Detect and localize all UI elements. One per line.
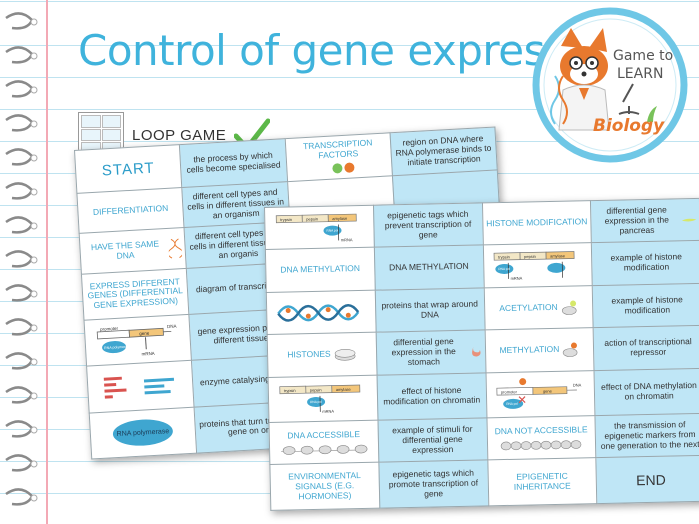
diagram-label: gene: [543, 388, 553, 393]
card-definition: example of stimuli for differential gene…: [377, 417, 488, 463]
logo-text-line1: Game to: [613, 48, 674, 64]
spiral-binding-icon: [5, 12, 38, 506]
card-definition: epigenetic tags which prevent transcript…: [373, 202, 483, 248]
card-definition: the process by which cells become specia…: [179, 138, 288, 188]
card-term: ENVIRONMENTAL SIGNALS (e.g. HORMONES): [269, 462, 380, 511]
gene-expression-diagram-icon: trypsin pepsin amylase RNA pol mRNA: [275, 213, 357, 242]
game-to-learn-logo: Game to LEARN Biology: [531, 6, 689, 164]
loop-card-back: START the process by which cells become …: [74, 126, 513, 460]
diagram-label: DNA: [573, 382, 582, 387]
card-definition: effect of histone modification on chroma…: [376, 372, 487, 421]
diagram-label: mRNA: [322, 408, 334, 413]
card-term: METHYLATION: [499, 343, 560, 356]
diagram-label: mRNA: [511, 276, 523, 281]
diagram-label-promoter: promoter: [100, 325, 119, 331]
diagram-label-dna: DNA: [167, 323, 177, 329]
card-definition: region on DNA where RNA polymerase binds…: [389, 126, 498, 177]
card-term-cell: HISTONES: [267, 332, 377, 378]
card-term: EXPRESS DIFFERENT GENES (DIFFERENTIAL GE…: [81, 267, 190, 321]
card-term: HISTONE MODIFICATION: [481, 200, 592, 246]
card-definition: differential gene expression in the stom…: [391, 336, 456, 367]
diagram-label: amylase: [332, 215, 348, 220]
repressor-diagram-icon: promoter gene DNA RNA pol: [496, 377, 582, 409]
gene-diagram-cell: trypsin pepsin amylase RNA pol mRNA: [264, 205, 375, 250]
card-definition: differential gene expression in the panc…: [604, 204, 669, 236]
tissue-profile-chart: [86, 360, 195, 413]
diagram-label: pepsin: [310, 387, 322, 392]
dna-helix-icon: [168, 238, 183, 259]
repressor-diagram-cell: promoter gene DNA RNA pol: [485, 370, 596, 418]
card-term-cell: TRANSCRIPTION FACTORS: [284, 132, 393, 182]
transcription-diagram-icon: promoter gene DNA RNA polymerase mRNA: [96, 323, 177, 356]
stomach-cell: differential gene expression in the stom…: [375, 330, 486, 375]
card-term: HISTONES: [287, 348, 331, 360]
loop-game-label: LOOP GAME: [132, 126, 227, 144]
stomach-icon: [471, 346, 481, 357]
card-term: EPIGENETIC INHERITANCE: [487, 458, 598, 506]
card-definition: the transmission of epigenetic markers f…: [595, 413, 699, 459]
diagram-label-mrna: mRNA: [141, 350, 155, 356]
dna-methylation-cell: [266, 290, 376, 335]
transcription-factor-icon: [332, 162, 355, 174]
diagram-label: pepsin: [306, 216, 318, 221]
card-definition: proteins that wrap around DNA: [375, 287, 485, 333]
diagram-label: amylase: [336, 387, 352, 392]
diagram-label: mRNA: [341, 237, 353, 242]
gene-diagram-cell: trypsin pepsin amylase RNA pol mRNA: [268, 374, 378, 423]
diagram-label: RNA pol: [310, 400, 322, 404]
diagram-label: amylase: [550, 253, 566, 258]
card-term: DIFFERENTIATION: [76, 187, 185, 234]
acetyl-histone-icon: [561, 300, 577, 315]
diagram-label: RNA pol: [499, 267, 511, 271]
histone-icon: [334, 348, 355, 361]
methyl-histone-icon: [563, 342, 578, 357]
card-definition: example of histone modification: [591, 240, 699, 286]
loop-card-front: trypsin pepsin amylase RNA pol mRNA epig…: [264, 197, 699, 511]
diagram-label: trypsin: [284, 388, 296, 393]
card-term-cell: METHYLATION: [484, 327, 595, 373]
gene-expression-diagram-icon: trypsin pepsin amylase RNA pol mRNA: [279, 384, 361, 414]
card-term: DNA METHYLATION: [265, 247, 376, 293]
transcription-diagram: promoter gene DNA RNA polymerase mRNA: [84, 314, 192, 367]
logo-text-line2: LEARN: [617, 66, 664, 82]
card-definition: DNA METHYLATION: [374, 245, 484, 291]
gene-expression-diagram-icon: trypsin pepsin amylase RNA pol mRNA: [494, 251, 575, 281]
card-term: START: [74, 144, 183, 194]
closed-chromatin-icon: [501, 439, 582, 450]
card-term: ACETYLATION: [499, 301, 558, 313]
rna-polymerase-ellipse-icon: RNA polymerase: [113, 419, 173, 446]
open-chromatin-icon: [280, 444, 368, 455]
pancreas-icon: [681, 218, 696, 222]
card-term-cell: ACETYLATION: [483, 285, 594, 331]
diagram-label: promoter: [501, 389, 518, 394]
gene-diagram-cell: trypsin pepsin amylase RNA pol mRNA: [482, 243, 593, 288]
card-term-cell: DNA NOT ACCESSIBLE: [486, 415, 597, 461]
card-definition: epigenetic tags which promote transcript…: [378, 460, 489, 509]
card-term-cell: HAVE THE SAME DNA: [79, 227, 187, 274]
pancreas-cell: differential gene expression in the panc…: [590, 198, 699, 244]
card-definition: action of transcriptional repressor: [593, 325, 699, 371]
card-term-cell: DNA ACCESSIBLE: [269, 420, 379, 465]
card-term: DNA NOT ACCESSIBLE: [494, 424, 588, 437]
diagram-label: pepsin: [524, 254, 536, 259]
card-term: TRANSCRIPTION FACTORS: [302, 137, 373, 161]
diagram-label-rnap: RNA polymerase: [104, 344, 131, 349]
margin-line: [46, 0, 48, 524]
rna-polymerase-label: RNA polymerase: [117, 428, 170, 438]
diagram-label: RNA pol: [507, 402, 519, 406]
diagram-label: RNA pol: [326, 228, 338, 232]
card-term: HAVE THE SAME DNA: [90, 238, 160, 261]
card-term: DNA ACCESSIBLE: [287, 428, 361, 441]
diagram-label: trypsin: [498, 254, 510, 259]
rna-polymerase-cell: RNA polymerase: [89, 406, 197, 459]
logo-badge-icon: [532, 7, 688, 163]
card-definition: effect of DNA methylation on chromatin: [594, 367, 699, 416]
methylated-dna-helix-icon: [277, 303, 360, 322]
card-end: END: [596, 455, 699, 504]
diagram-label-gene: gene: [139, 330, 150, 336]
logo-subject: Biology: [593, 116, 665, 136]
diagram-label: trypsin: [280, 217, 292, 222]
tissue-heatmap-icon: [103, 376, 175, 399]
card-definition: example of histone modification: [592, 283, 699, 328]
